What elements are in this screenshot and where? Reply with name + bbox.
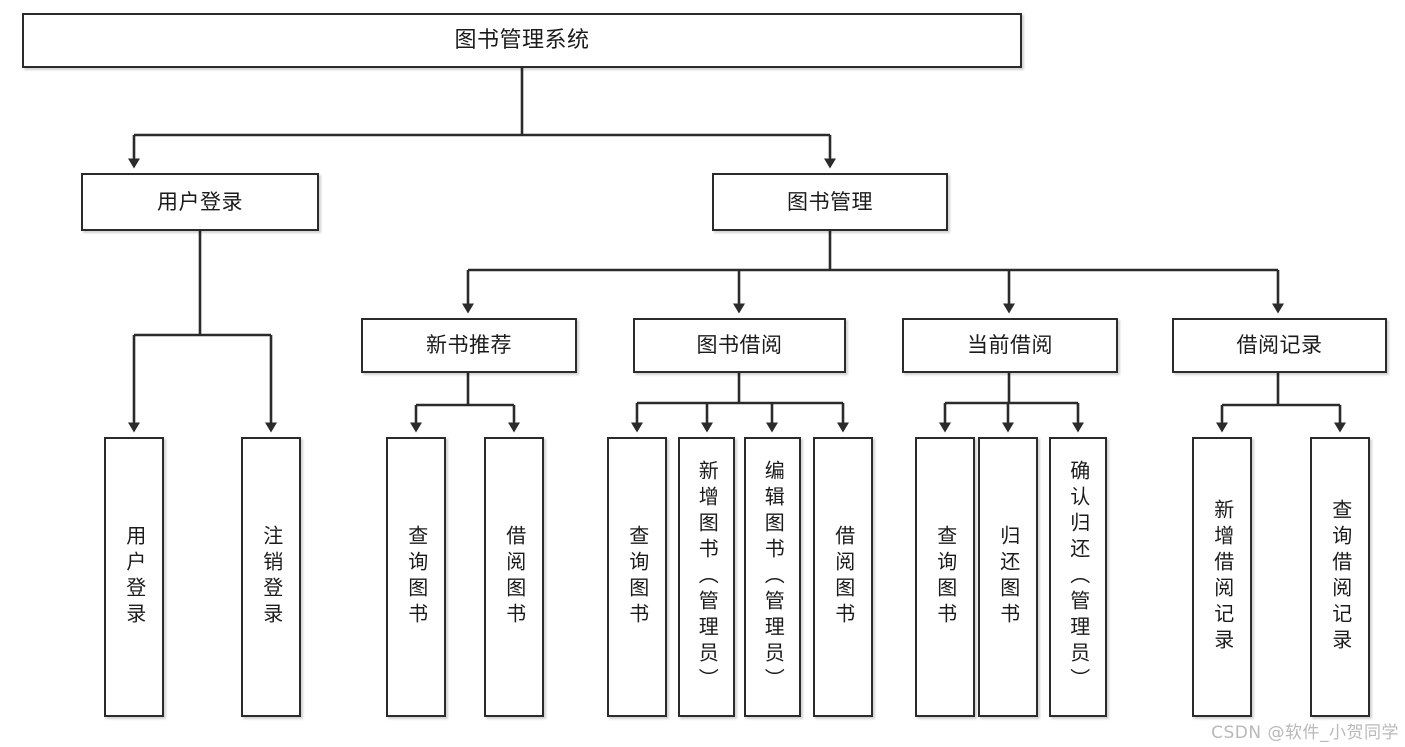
node-new-book-recommendation[interactable]: 新书推荐 xyxy=(361,318,577,373)
node-label: 新书推荐 xyxy=(426,333,512,358)
node-leaf-user-login[interactable]: 用户登录 xyxy=(104,437,164,717)
node-label: 图书管理 xyxy=(787,189,873,214)
node-leaf-query-book-2[interactable]: 查询图书 xyxy=(607,437,667,717)
node-leaf-query-book-3[interactable]: 查询图书 xyxy=(915,437,975,717)
node-label: 查询图书 xyxy=(404,525,429,629)
node-label: 确认归还（管理员） xyxy=(1066,460,1091,694)
node-label: 当前借阅 xyxy=(967,333,1053,358)
node-label: 借阅图书 xyxy=(831,525,856,629)
node-leaf-add-borrow-record[interactable]: 新增借阅记录 xyxy=(1192,437,1252,717)
node-label: 编辑图书（管理员） xyxy=(761,460,786,694)
node-label: 图书管理系统 xyxy=(454,27,590,53)
node-user-login[interactable]: 用户登录 xyxy=(81,173,319,231)
node-label: 查询图书 xyxy=(933,525,958,629)
node-leaf-query-book-1[interactable]: 查询图书 xyxy=(386,437,446,717)
node-leaf-add-book[interactable]: 新增图书（管理员） xyxy=(678,437,735,717)
node-label: 查询借阅记录 xyxy=(1328,499,1353,655)
node-label: 新增借阅记录 xyxy=(1210,499,1235,655)
node-label: 借阅图书 xyxy=(502,525,527,629)
node-label: 借阅记录 xyxy=(1236,333,1323,358)
node-leaf-confirm-return[interactable]: 确认归还（管理员） xyxy=(1049,437,1107,717)
node-leaf-edit-book[interactable]: 编辑图书（管理员） xyxy=(744,437,801,717)
node-book-borrow[interactable]: 图书借阅 xyxy=(633,318,846,373)
node-leaf-logout[interactable]: 注销登录 xyxy=(241,437,301,717)
node-leaf-query-borrow-record[interactable]: 查询借阅记录 xyxy=(1310,437,1370,717)
node-label: 用户登录 xyxy=(157,189,243,214)
node-leaf-borrow-book-2[interactable]: 借阅图书 xyxy=(813,437,873,717)
node-label: 图书借阅 xyxy=(696,333,783,358)
node-label: 新增图书（管理员） xyxy=(695,460,720,694)
node-leaf-borrow-book-1[interactable]: 借阅图书 xyxy=(484,437,544,717)
node-root-system[interactable]: 图书管理系统 xyxy=(22,13,1022,68)
node-label: 注销登录 xyxy=(259,525,284,629)
node-book-manage[interactable]: 图书管理 xyxy=(712,173,948,231)
node-leaf-return-book[interactable]: 归还图书 xyxy=(978,437,1038,717)
node-label: 查询图书 xyxy=(625,525,650,629)
node-label: 归还图书 xyxy=(996,525,1021,629)
node-label: 用户登录 xyxy=(122,525,147,629)
node-borrow-record[interactable]: 借阅记录 xyxy=(1172,318,1387,373)
node-current-borrow[interactable]: 当前借阅 xyxy=(902,318,1118,373)
